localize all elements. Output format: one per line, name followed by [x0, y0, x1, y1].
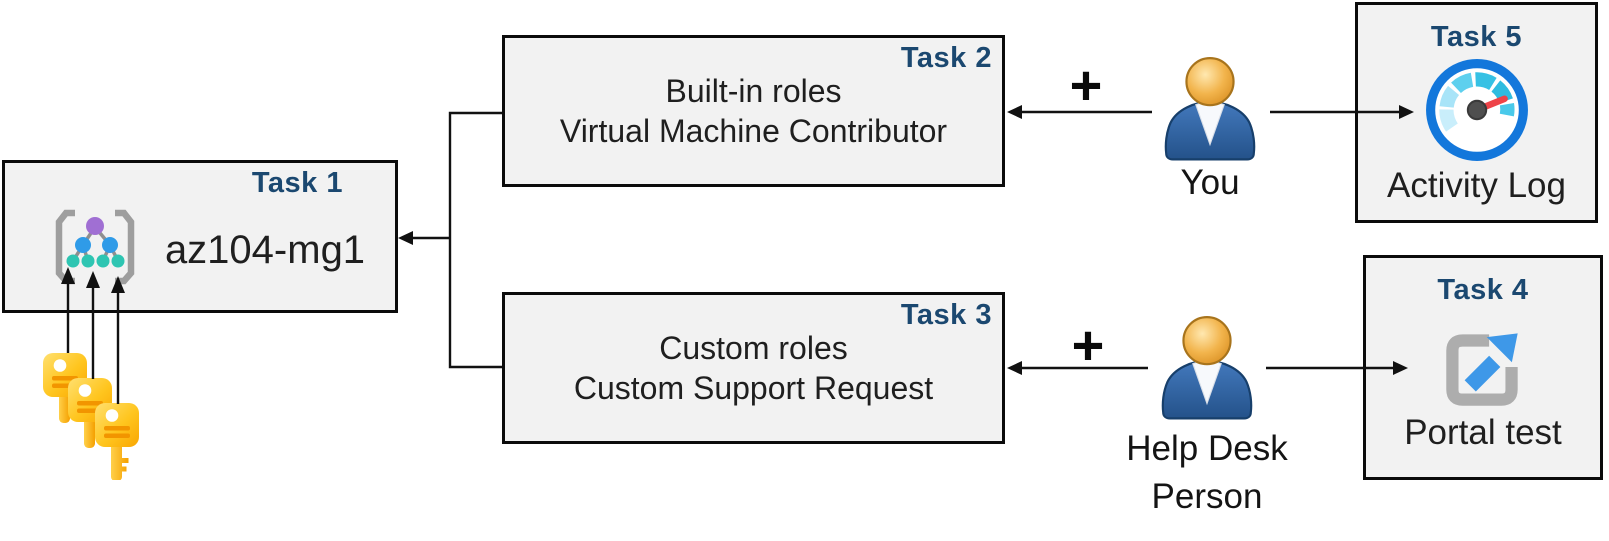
- key-icon: [95, 403, 139, 480]
- management-group-icon: [55, 209, 135, 285]
- task5-box: Task 5 Activity Log: [1355, 2, 1598, 223]
- task5-badge: Task 5: [1430, 21, 1523, 53]
- plus-sign-helpdesk: +: [1071, 313, 1105, 377]
- gauge-hub: [1466, 99, 1487, 121]
- plus-sign-you: +: [1069, 53, 1103, 117]
- management-tree: [66, 217, 125, 268]
- actor-label-you: You: [1180, 163, 1240, 202]
- person-icon-you: [1164, 57, 1256, 161]
- task1-badge: Task 1: [251, 167, 343, 199]
- task1-title: az104-mg1: [164, 228, 366, 272]
- external-link-icon: [1446, 333, 1518, 406]
- task2-box: Task 2 Built-in roles Virtual Machine Co…: [502, 35, 1005, 187]
- task3-box: Task 3 Custom roles Custom Support Reque…: [502, 292, 1005, 444]
- task2-badge: Task 2: [900, 42, 992, 74]
- person-icon-helpdesk: [1161, 316, 1253, 420]
- actor-label-helpdesk: Help Desk Person: [1126, 429, 1288, 516]
- task4-box: Task 4 Portal test: [1363, 255, 1603, 480]
- person-head: [1185, 57, 1235, 107]
- task3-line1: Custom roles: [659, 330, 848, 366]
- external-link-arrow: [1464, 333, 1518, 392]
- gauge-icon: [1425, 59, 1528, 161]
- connector-elbow-tasks23: [448, 111, 502, 369]
- key-icons: [43, 353, 139, 480]
- task3-badge: Task 3: [900, 299, 992, 331]
- task3-text: Custom roles Custom Support Request: [505, 295, 1002, 441]
- external-link-frame: [1446, 334, 1518, 406]
- task2-line1: Built-in roles: [665, 73, 842, 109]
- person-head: [1182, 316, 1232, 366]
- task2-text: Built-in roles Virtual Machine Contribut…: [505, 38, 1002, 184]
- arrowhead: [1007, 105, 1022, 119]
- task4-badge: Task 4: [1437, 274, 1529, 306]
- task2-line2: Virtual Machine Contributor: [559, 113, 948, 149]
- task4-caption: Portal test: [1404, 413, 1562, 452]
- task1-box: Task 1 az104-mg1: [2, 160, 398, 313]
- arrowhead: [1007, 361, 1022, 375]
- task5-caption: Activity Log: [1387, 166, 1566, 205]
- task3-line2: Custom Support Request: [573, 370, 934, 406]
